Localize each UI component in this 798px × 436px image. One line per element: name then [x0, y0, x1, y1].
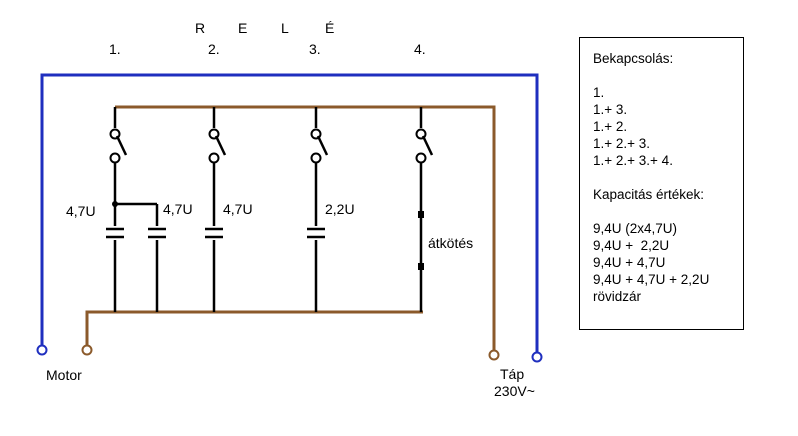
capacity-title: Kapacitás értékek:	[593, 187, 705, 202]
switching-title: Bekapcsolás:	[593, 51, 674, 66]
switching-step: 1.+ 2.+ 3.	[593, 136, 651, 151]
relay-branch-2	[205, 107, 227, 312]
switching-step: 1.+ 3.	[593, 102, 628, 117]
title-letter: É	[325, 20, 334, 36]
relay-branch-1	[106, 107, 166, 312]
motor-terminal-brown	[81, 344, 93, 356]
voltage-label: 230V~	[494, 383, 535, 399]
capacity-value: 9,4U + 4,7U + 2,2U	[593, 272, 710, 287]
capacity-value: 9,4U (2x4,7U)	[593, 221, 678, 236]
title-letter: R	[195, 20, 205, 36]
switching-step: 1.	[593, 85, 605, 100]
relay-number-2: 2.	[208, 41, 220, 57]
title-letter: L	[281, 20, 289, 36]
blue-wire	[40, 73, 539, 352]
capacitor-label: 2,2U	[325, 201, 355, 217]
spacer	[593, 67, 743, 84]
bridge-marker	[418, 263, 424, 270]
legend-box: Bekapcsolás: 1. 1.+ 3. 1.+ 2. 1.+ 2.+ 3.…	[579, 37, 744, 330]
bridge-marker	[418, 211, 424, 218]
brown-bottom-wire	[85, 310, 423, 346]
switching-step: 1.+ 2.+ 3.+ 4.	[593, 153, 673, 168]
capacitor-label: 4,7U	[223, 201, 253, 217]
capacity-value: 9,4U + 4,7U	[593, 255, 666, 270]
spacer	[593, 169, 743, 186]
title-letter: E	[238, 20, 247, 36]
supply-label: Táp	[500, 366, 524, 382]
relay-branch-4	[415, 107, 434, 312]
brown-top-wire	[115, 105, 496, 350]
bridge-label: átkötés	[428, 235, 473, 251]
supply-terminal-brown	[488, 349, 500, 361]
relay-branch-3	[307, 107, 329, 312]
relay-number-4: 4.	[414, 41, 426, 57]
switching-step: 1.+ 2.	[593, 119, 628, 134]
capacity-value: 9,4U + 2,2U	[593, 238, 670, 253]
motor-terminal-blue	[36, 344, 48, 356]
junction-dot	[112, 201, 118, 207]
capacity-value: rövidzár	[593, 289, 642, 304]
relay-number-1: 1.	[109, 41, 121, 57]
spacer	[593, 203, 743, 220]
capacitor-label: 4,7U	[163, 201, 193, 217]
supply-terminal-blue	[531, 351, 543, 363]
motor-label: Motor	[46, 367, 82, 383]
relay-number-3: 3.	[309, 41, 321, 57]
capacitor-label: 4,7U	[66, 203, 96, 219]
